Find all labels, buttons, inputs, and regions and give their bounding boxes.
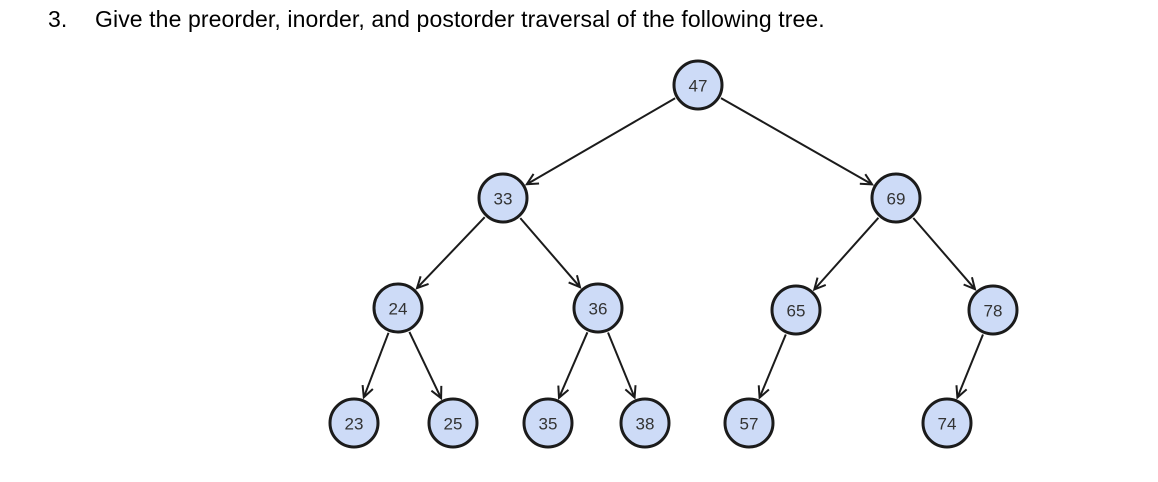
question: 3. Give the preorder, inorder, and posto… bbox=[48, 6, 825, 33]
tree-node-label-25: 25 bbox=[444, 415, 463, 434]
tree-edge-78-74 bbox=[955, 334, 984, 400]
tree-node-circle-38 bbox=[619, 397, 671, 449]
tree-node-circle-35 bbox=[522, 397, 574, 449]
tree-edge-47-69 bbox=[720, 97, 875, 186]
tree-node-label-33: 33 bbox=[494, 190, 513, 209]
tree-node-circle-78 bbox=[967, 284, 1019, 336]
tree-node-circle-36 bbox=[572, 282, 624, 334]
tree-node-25: 25 bbox=[427, 397, 479, 449]
tree-node-69: 69 bbox=[870, 172, 922, 224]
tree-edge-24-23 bbox=[361, 332, 390, 400]
tree-node-circle-33 bbox=[477, 172, 529, 224]
tree-node-label-69: 69 bbox=[887, 190, 906, 209]
tree-edge-36-35 bbox=[557, 331, 589, 400]
tree-node-36: 36 bbox=[572, 282, 624, 334]
tree-node-label-35: 35 bbox=[539, 415, 558, 434]
question-number: 3. bbox=[48, 6, 68, 32]
tree-node-23: 23 bbox=[328, 397, 380, 449]
tree-node-47: 47 bbox=[672, 59, 724, 111]
question-text: Give the preorder, inorder, and postorde… bbox=[95, 6, 825, 32]
tree-node-label-65: 65 bbox=[787, 302, 806, 321]
tree-edge-69-65 bbox=[812, 217, 880, 292]
tree-edge-24-25 bbox=[408, 331, 443, 401]
tree-node-circle-24 bbox=[372, 282, 424, 334]
tree-node-78: 78 bbox=[967, 284, 1019, 336]
tree-node-33: 33 bbox=[477, 172, 529, 224]
tree-node-label-57: 57 bbox=[740, 415, 759, 434]
tree-node-label-24: 24 bbox=[389, 300, 408, 319]
tree-node-24: 24 bbox=[372, 282, 424, 334]
tree-node-circle-69 bbox=[870, 172, 922, 224]
tree-node-circle-57 bbox=[723, 397, 775, 449]
tree-node-label-78: 78 bbox=[984, 302, 1003, 321]
tree-node-38: 38 bbox=[619, 397, 671, 449]
tree-node-circle-47 bbox=[672, 59, 724, 111]
tree-edge-33-36 bbox=[519, 217, 582, 289]
tree-node-circle-25 bbox=[427, 397, 479, 449]
tree-edge-47-33 bbox=[524, 97, 676, 186]
tree-node-57: 57 bbox=[723, 397, 775, 449]
tree-node-label-74: 74 bbox=[938, 415, 957, 434]
tree-edge-69-78 bbox=[912, 217, 977, 291]
tree-node-circle-65 bbox=[770, 284, 822, 336]
tree-node-label-47: 47 bbox=[689, 77, 708, 96]
tree-node-label-38: 38 bbox=[636, 415, 655, 434]
tree-edge-65-57 bbox=[757, 334, 787, 400]
tree-node-label-23: 23 bbox=[345, 415, 364, 434]
tree-node-circle-23 bbox=[328, 397, 380, 449]
tree-node-label-36: 36 bbox=[589, 300, 608, 319]
tree-node-35: 35 bbox=[522, 397, 574, 449]
tree-node-circle-74 bbox=[921, 397, 973, 449]
tree-edge-33-24 bbox=[415, 216, 486, 290]
tree-edge-36-38 bbox=[607, 332, 637, 400]
tree-node-65: 65 bbox=[770, 284, 822, 336]
tree-node-74: 74 bbox=[921, 397, 973, 449]
